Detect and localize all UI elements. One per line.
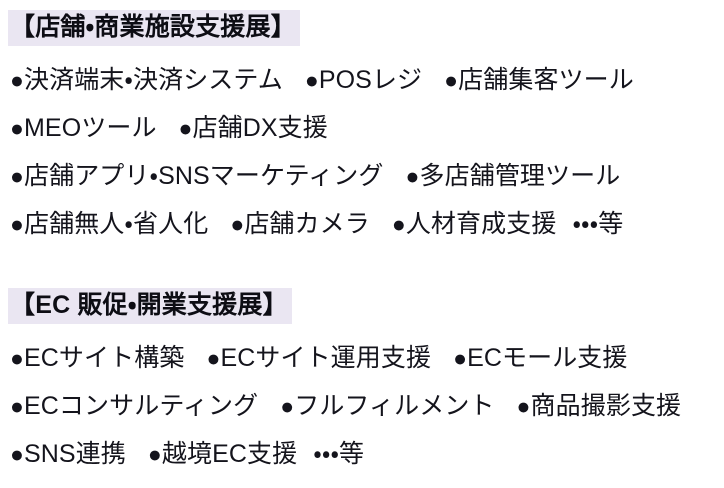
- category-item-label: 商品撮影支援: [530, 391, 682, 420]
- category-item-label: POSレジ: [318, 65, 423, 94]
- category-item-label: ECサイト運用支援: [220, 343, 432, 372]
- category-item-label: ECサイト構築: [24, 343, 185, 372]
- category-item-label: ECコンサルティング: [24, 391, 259, 420]
- category-item-label: 決済端末・決済システム: [24, 65, 283, 94]
- category-item: ●店舗カメラ: [230, 210, 370, 238]
- category-item: ●MEOツール: [10, 114, 157, 142]
- bullet-row: ●店舗無人・省人化●店舗カメラ●人材育成支援・・・等: [0, 200, 724, 248]
- category-item: ●店舗集客ツール: [444, 66, 634, 94]
- etc-label: ・・・等: [313, 439, 365, 468]
- category-item: ●店舗無人・省人化: [10, 210, 208, 238]
- category-item-label: 店舗集客ツール: [458, 65, 634, 94]
- category-item: ●フルフィルメント: [280, 392, 494, 420]
- bullet-dot-icon: ●: [304, 66, 319, 93]
- bullet-row: ●ECサイト構築●ECサイト運用支援●ECモール支援: [0, 334, 724, 382]
- bullet-row: ●決済端末・決済システム●POSレジ●店舗集客ツール: [0, 56, 724, 104]
- category-item-label: 店舗無人・省人化: [24, 209, 209, 238]
- bullet-dot-icon: ●: [444, 66, 459, 93]
- bullet-row: ●店舗アプリ・SNSマーケティング●多店舗管理ツール: [0, 152, 724, 200]
- section-store-support: 【店舗・商業施設支援展】 ●決済端末・決済システム●POSレジ●店舗集客ツール●…: [0, 10, 724, 248]
- category-item-label: 店舗DX支援: [192, 113, 328, 142]
- bullet-dot-icon: ●: [391, 210, 406, 237]
- category-item: ●人材育成支援: [392, 210, 557, 238]
- category-item: ●ECモール支援: [453, 344, 627, 372]
- category-item-label: MEOツール: [24, 113, 157, 142]
- category-item: ●ECコンサルティング: [10, 392, 258, 420]
- category-item-label: 店舗カメラ: [244, 209, 370, 238]
- etc-label: ・・・等: [572, 209, 624, 238]
- category-item: ●決済端末・決済システム: [10, 66, 283, 94]
- bullet-dot-icon: ●: [206, 344, 221, 371]
- category-item-label: SNS連携: [24, 439, 126, 468]
- bullet-dot-icon: ●: [10, 114, 24, 141]
- category-item-label: フルフィルメント: [294, 391, 495, 420]
- category-item: ●越境EC支援: [148, 440, 297, 468]
- bullet-dot-icon: ●: [10, 210, 24, 237]
- category-item-label: 店舗アプリ・SNSマーケティング: [24, 161, 384, 190]
- category-item: ●商品撮影支援: [517, 392, 682, 420]
- bullet-dot-icon: ●: [10, 162, 24, 189]
- bullet-dot-icon: ●: [178, 114, 193, 141]
- category-item: ●POSレジ: [305, 66, 422, 94]
- bullet-dot-icon: ●: [280, 392, 295, 419]
- category-item-label: 越境EC支援: [161, 439, 298, 468]
- bullet-row: ●SNS連携●越境EC支援・・・等: [0, 430, 724, 478]
- category-item: ●SNS連携: [10, 440, 126, 468]
- category-item-label: 多店舗管理ツール: [419, 161, 621, 190]
- category-item-label: 人材育成支援: [405, 209, 557, 238]
- bullet-list-store: ●決済端末・決済システム●POSレジ●店舗集客ツール●MEOツール●店舗DX支援…: [0, 56, 724, 248]
- bullet-dot-icon: ●: [10, 440, 24, 467]
- section-ec-support: 【EC 販促・開業支援展】 ●ECサイト構築●ECサイト運用支援●ECモール支援…: [0, 288, 724, 478]
- bullet-dot-icon: ●: [147, 440, 162, 467]
- bullet-list-ec: ●ECサイト構築●ECサイト運用支援●ECモール支援●ECコンサルティング●フル…: [0, 334, 724, 478]
- bullet-row: ●MEOツール●店舗DX支援: [0, 104, 724, 152]
- bullet-dot-icon: ●: [10, 344, 24, 371]
- section-heading-ec: 【EC 販促・開業支援展】: [8, 288, 292, 324]
- category-item: ●店舗DX支援: [179, 114, 328, 142]
- bullet-dot-icon: ●: [10, 66, 24, 93]
- section-heading-store: 【店舗・商業施設支援展】: [8, 10, 300, 46]
- category-item-label: ECモール支援: [467, 343, 628, 372]
- bullet-dot-icon: ●: [516, 392, 531, 419]
- category-item: ●ECサイト運用支援: [206, 344, 431, 372]
- category-item: ●多店舗管理ツール: [406, 162, 621, 190]
- bullet-row: ●ECコンサルティング●フルフィルメント●商品撮影支援: [0, 382, 724, 430]
- category-item: ●店舗アプリ・SNSマーケティング: [10, 162, 384, 190]
- bullet-dot-icon: ●: [10, 392, 24, 419]
- category-item: ●ECサイト構築: [10, 344, 184, 372]
- bullet-dot-icon: ●: [405, 162, 420, 189]
- bullet-dot-icon: ●: [453, 344, 468, 371]
- bullet-dot-icon: ●: [230, 210, 245, 237]
